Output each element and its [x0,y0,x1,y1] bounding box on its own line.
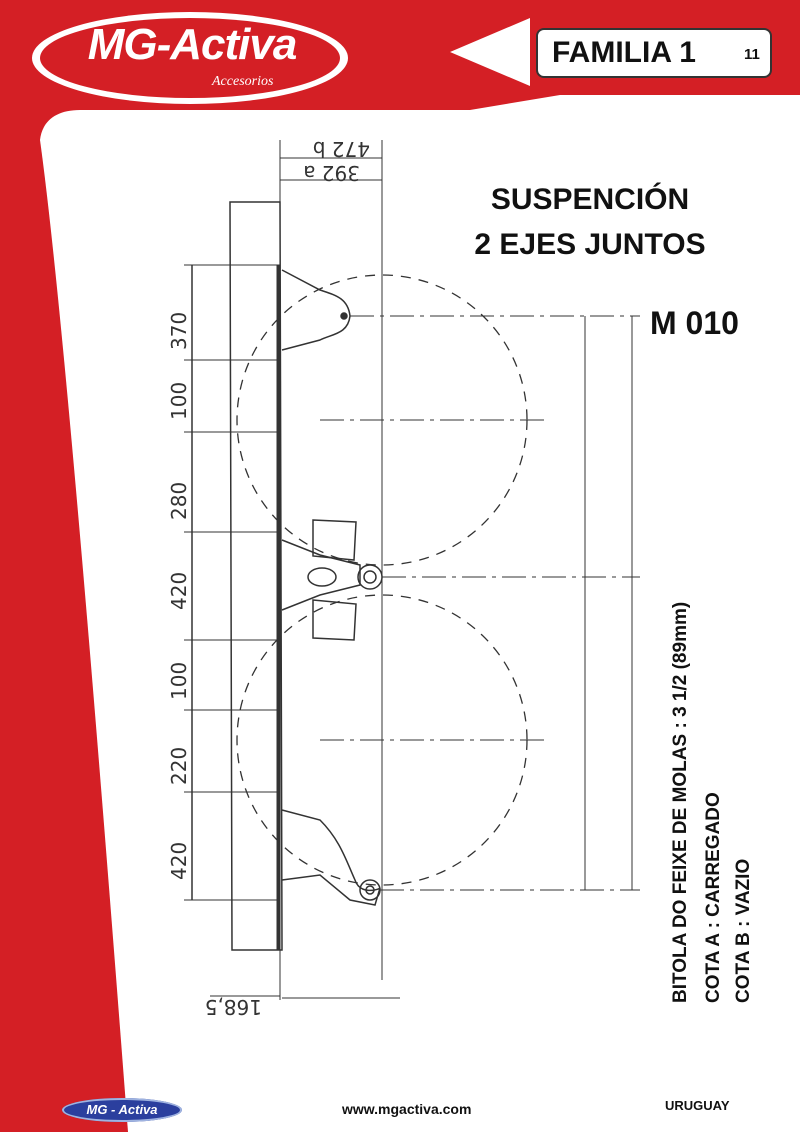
family-box: FAMILIA 1 11 [536,28,772,78]
top-dim-label-b: 472 b [313,137,370,161]
page-number: 11 [744,46,760,63]
spring-gauge-note: BITOLA DO FEIXE DE MOLAS : 3 1/2 (89mm) [670,601,691,1003]
dim-label: 280 [170,482,191,520]
logo-oval [40,18,340,98]
dim-label: 370 [170,312,191,350]
front-pin [340,312,348,320]
center-bushing [307,567,337,587]
family-label: FAMILIA 1 [552,36,696,69]
title-line-2: 2 EJES JUNTOS [474,228,706,261]
cota-b-note: COTA B : VAZIO [733,858,754,1003]
equalizer-top [312,519,357,561]
rear-eye-inner [365,885,375,895]
title-line-1: SUSPENCIÓN [490,183,690,216]
bottom-dim-label: 168,5 [205,995,262,1019]
footer-logo: MG - Activa [62,1098,182,1122]
footer-logo-text: MG - Activa [86,1102,158,1117]
top-dim-label-a: 392 a [303,161,360,185]
dim-label: 420 [170,572,191,610]
model-code: M 010 [650,305,739,341]
chassis-beam [229,201,283,951]
footer-website-link[interactable]: www.mgactiva.com [342,1101,472,1117]
cota-a-note: COTA A : CARREGADO [703,792,724,1003]
brand-logo: MG-Activa [87,20,298,69]
front-hanger [281,269,351,351]
brand-subtitle: Accesorios [212,74,274,89]
dim-label: 220 [170,747,191,785]
suspension-drawing: 370 100 280 420 100 220 420 472 b 392 a … [170,137,640,1019]
center-eye-outer [357,564,383,590]
frame-curve-line [48,149,134,1132]
rear-hanger [281,809,381,906]
equalizer-bottom [312,599,357,641]
frame-curve [40,140,128,1132]
center-eye-inner [363,570,377,584]
dim-label: 100 [170,382,191,420]
dim-label: 100 [170,662,191,700]
arrow-tab [450,18,530,86]
footer-country: URUGUAY [665,1098,730,1113]
dim-label: 420 [170,842,191,880]
